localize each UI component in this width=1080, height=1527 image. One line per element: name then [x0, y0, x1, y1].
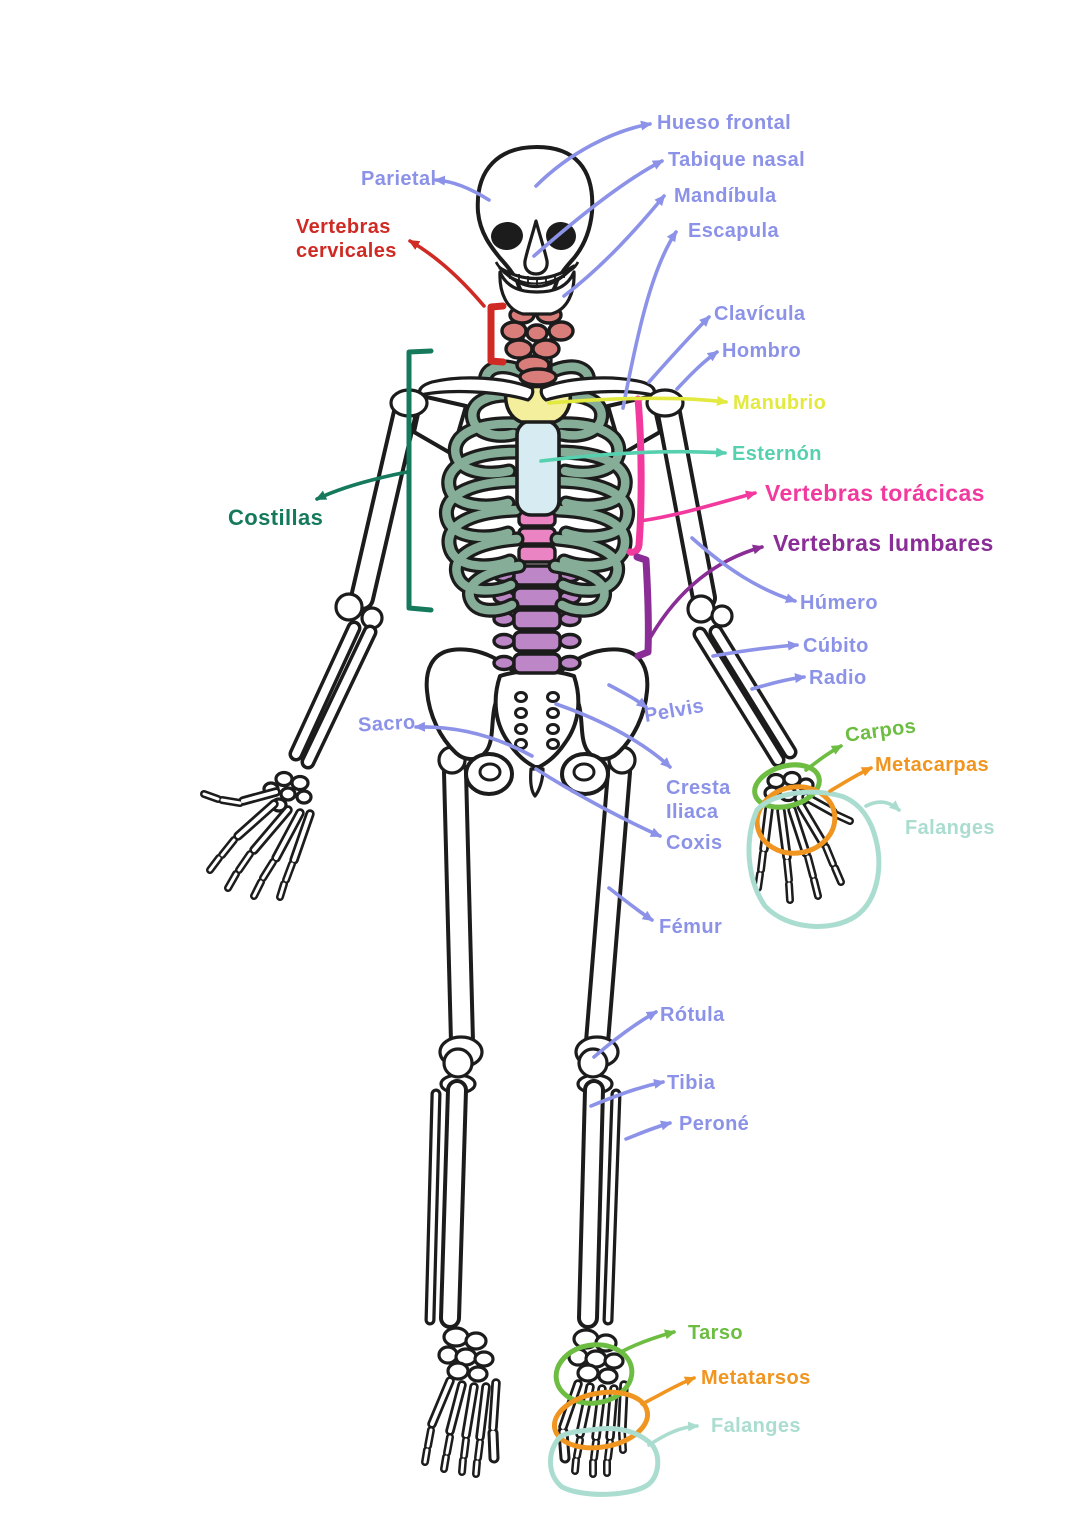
right-patella: [577, 1047, 609, 1079]
legs: [424, 745, 637, 1329]
carpals-circle: [752, 762, 822, 810]
right-tarsals: [567, 1328, 625, 1385]
label-falanges-pie: Falanges: [711, 1415, 801, 1437]
label-metatarsos: Metatarsos: [701, 1367, 811, 1389]
feet: [421, 1326, 629, 1478]
leader-hombro: [675, 350, 719, 391]
leader-perone: [624, 1120, 672, 1141]
label-cresta-iliaca: Cresta Iliaca: [666, 777, 731, 823]
label-sacro: Sacro: [357, 711, 417, 737]
leader-esternon: [539, 447, 727, 463]
label-humero: Húmero: [800, 592, 878, 614]
leader-metatarsos: [640, 1376, 696, 1406]
leader-metacarpas: [828, 766, 873, 793]
leader-falanges-pie: [647, 1421, 699, 1447]
leader-clavicula: [647, 315, 711, 384]
label-coxis: Coxis: [666, 832, 723, 854]
leader-tabique-nasal: [532, 159, 664, 258]
leader-vertebras-lumbares: [648, 544, 764, 640]
leader-pelvis: [607, 683, 648, 709]
leader-hueso-frontal: [534, 120, 652, 188]
label-hombro: Hombro: [722, 340, 802, 362]
leader-cresta-iliaca: [554, 702, 672, 769]
label-manubrio: Manubrio: [733, 392, 827, 414]
left-hand-bones: [200, 787, 315, 901]
label-metacarpas: Metacarpas: [875, 754, 990, 776]
left-patella: [442, 1047, 474, 1079]
label-costillas: Costillas: [228, 505, 324, 530]
metacarpals-circle: [754, 784, 838, 856]
leader-coxis: [534, 767, 662, 838]
leader-escapula: [621, 230, 678, 410]
label-hueso-frontal: Hueso frontal: [657, 112, 792, 134]
leader-cubito: [711, 640, 799, 658]
leader-femur: [607, 886, 654, 922]
label-clavicula: Clavícula: [714, 303, 806, 325]
label-vertebras-toracicas: Vertebras torácicas: [765, 480, 985, 506]
leader-vertebras-toracicas: [638, 490, 757, 523]
sacrum: [493, 668, 581, 769]
left-tarsals: [437, 1326, 495, 1383]
sternum-group: [503, 384, 573, 517]
skull: [475, 145, 595, 316]
tarsals-circle: [553, 1342, 635, 1406]
label-escapula: Escapula: [688, 220, 780, 242]
label-esternon: Esternón: [732, 443, 822, 465]
leader-sacro: [414, 721, 534, 758]
nasal-cavity: [523, 219, 549, 276]
right-eye-socket: [546, 221, 576, 251]
label-tarso: Tarso: [688, 1322, 743, 1344]
pelvis: [424, 647, 650, 798]
hand-phalanges-outline: [746, 789, 882, 929]
annotations: [315, 120, 901, 1497]
label-rotula: Rótula: [660, 1004, 725, 1026]
leader-rotula: [592, 1010, 658, 1059]
coccyx: [529, 767, 545, 798]
label-vertebras-lumbares: Vertebras lumbares: [773, 530, 994, 556]
label-femur: Fémur: [659, 916, 723, 938]
left-eye-socket: [491, 221, 523, 251]
label-radio: Radio: [809, 667, 867, 689]
leader-manubrio: [547, 395, 728, 406]
label-tibia: Tibia: [667, 1072, 716, 1094]
label-mandibula: Mandíbula: [674, 185, 777, 207]
leader-vertebras-cervicales: [408, 239, 486, 308]
leader-tarso: [619, 1329, 676, 1354]
leader-radio: [750, 673, 806, 691]
leader-humero: [690, 536, 797, 604]
leader-carpos: [804, 744, 843, 772]
leader-parietal: [434, 175, 491, 202]
thoracic-vertebrae: [517, 508, 557, 564]
cervical-bracket: [487, 302, 507, 366]
sacral-foramina: [514, 691, 560, 750]
label-parietal: Parietal: [361, 168, 437, 190]
right-hand-bones: [754, 792, 854, 904]
sternum-body: [515, 419, 561, 517]
leader-tibia: [589, 1079, 665, 1108]
lumbar-line: [633, 553, 652, 660]
teeth-lines: [509, 271, 565, 288]
leader-costillas: [315, 470, 409, 501]
label-falanges-mano: Falanges: [905, 817, 995, 839]
mandible: [498, 270, 576, 316]
left-hand: [200, 770, 315, 901]
label-tabique-nasal: Tabique nasal: [668, 149, 806, 171]
leader-mandibula: [562, 194, 666, 298]
thoracic-line: [626, 395, 645, 556]
metatarsals-circle: [551, 1389, 651, 1451]
ribs-bracket: [406, 348, 434, 613]
foot-phalanges-outline: [548, 1426, 661, 1497]
left-arm: [288, 395, 419, 770]
leader-falanges-mano: [864, 800, 901, 812]
label-cubito: Cúbito: [803, 635, 869, 657]
label-perone: Peroné: [679, 1113, 750, 1135]
label-vertebras-cervicales: Vertebras cervicales: [296, 216, 397, 262]
